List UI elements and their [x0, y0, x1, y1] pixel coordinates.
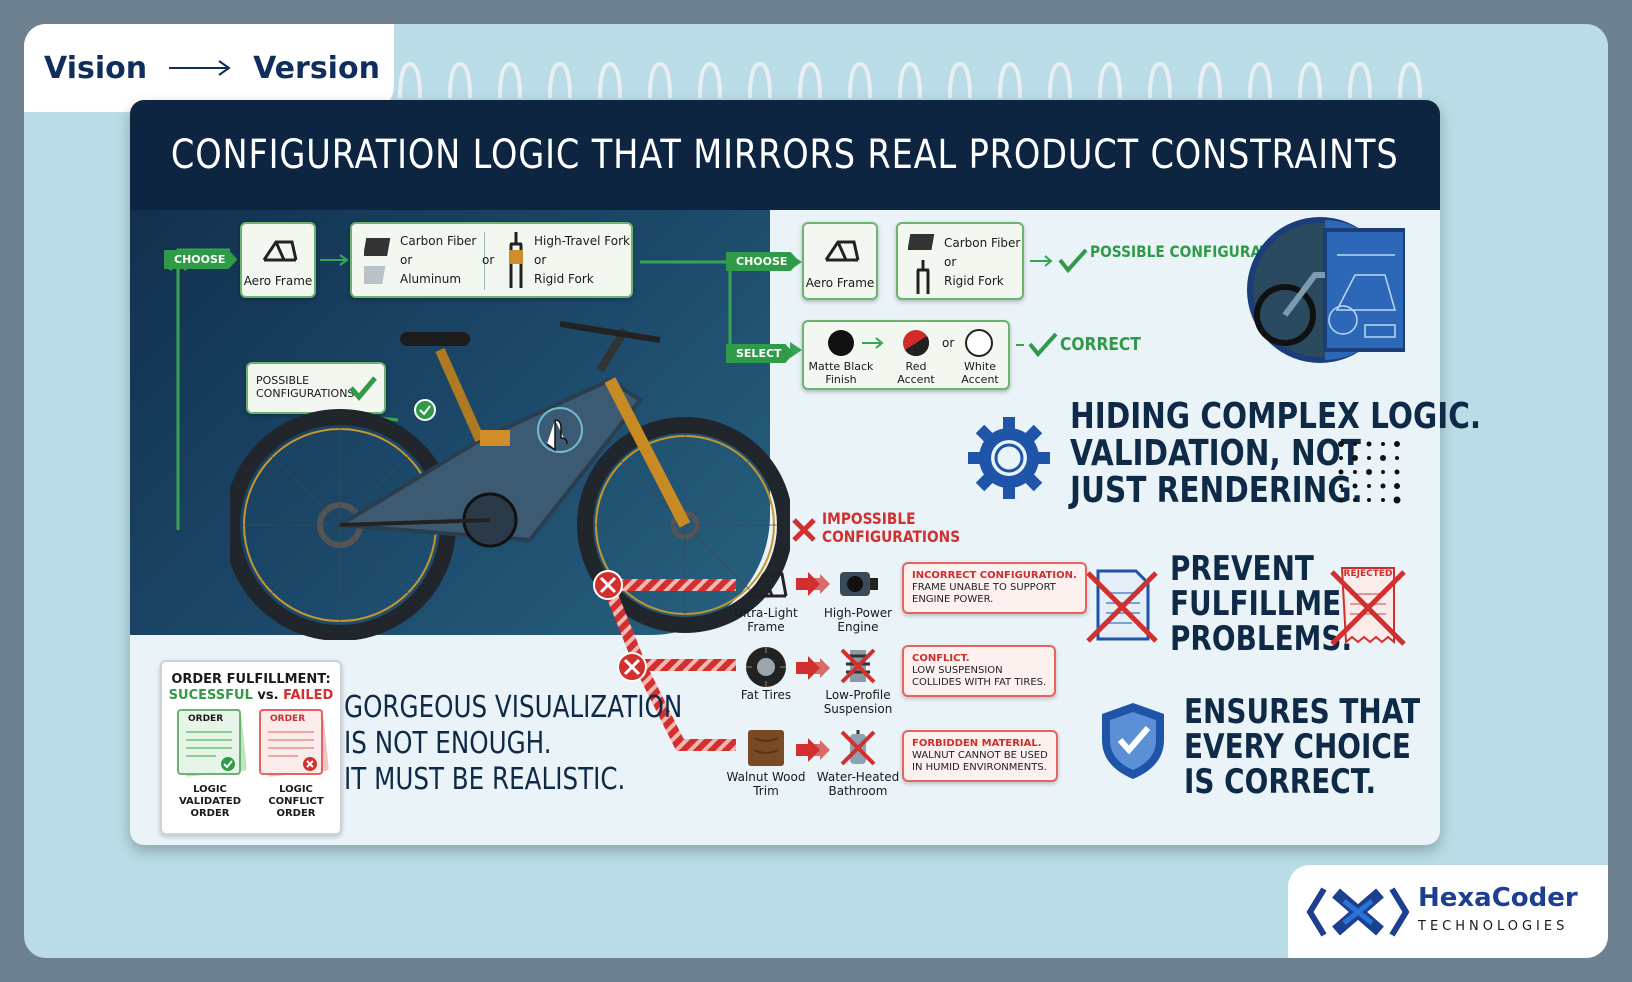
hiding-logic-text: HIDING COMPLEX LOGIC. VALIDATION, NOT JU…	[1070, 396, 1482, 511]
water-heater-icon	[840, 730, 876, 766]
carbon-fork-icon	[908, 234, 935, 294]
validated-order-icon	[177, 709, 247, 777]
finish-2: Red Accent	[897, 360, 935, 386]
white-accent-swatch-icon	[965, 329, 993, 357]
finish-3: White Accent	[961, 360, 999, 386]
rejected-document-icon	[1086, 569, 1158, 643]
mid-or: or	[482, 253, 495, 267]
error-card-1: INCORRECT CONFIGURATION. FRAME UNABLE TO…	[902, 562, 1087, 614]
row2-a: Fat Tires	[740, 688, 792, 702]
title-banner: CONFIGURATION LOGIC THAT MIRRORS REAL PR…	[130, 100, 1440, 210]
order-title: ORDER FULFILLMENT: SUCESSFUL vs. FAILED	[168, 672, 334, 703]
engine-icon	[840, 572, 878, 596]
possible-label-left: POSSIBLE CONFIGURATIONS	[256, 374, 355, 400]
possible-label-right: POSSIBLE CONFIGURATIONS	[1090, 242, 1308, 261]
impossible-heading: IMPOSSIBLE CONFIGURATIONS	[822, 509, 961, 546]
fork-or: or	[534, 253, 547, 267]
row1-a: Ultra-Light Frame	[734, 606, 798, 634]
bike-illustration	[230, 321, 790, 640]
material-fork-card-left[interactable]: Carbon Fiber or Aluminum or High-Travel …	[350, 222, 633, 298]
part-b: Rigid Fork	[944, 274, 1004, 288]
red-x-icon	[792, 518, 816, 542]
choose-tag-right: CHOOSE	[726, 252, 800, 271]
page-title: CONFIGURATION LOGIC THAT MIRRORS REAL PR…	[171, 132, 1399, 178]
check-icon	[1016, 332, 1058, 358]
red-accent-swatch-icon	[903, 330, 930, 357]
fork-a: High-Travel Fork	[534, 234, 630, 248]
rejected-stamp: REJECTED	[1343, 569, 1393, 579]
part-a: Carbon Fiber	[944, 236, 1021, 250]
select-tag: SELECT	[726, 344, 794, 363]
part-or: or	[944, 255, 957, 269]
part-card-right[interactable]: Carbon Fiber or Rigid Fork	[896, 222, 1024, 300]
fork-b: Rigid Fork	[534, 272, 594, 286]
doc-label-2: ORDER	[270, 714, 306, 724]
row1-b: High-Power Engine	[823, 606, 893, 634]
fat-tire-icon	[746, 647, 786, 687]
matte-black-swatch-icon	[828, 330, 854, 356]
ultralight-frame-icon	[748, 572, 788, 598]
check-arrow-icon	[1030, 248, 1088, 274]
arrow-right-icon	[862, 337, 884, 349]
row2-b: Low-Profile Suspension	[823, 688, 893, 716]
shield-check-icon	[1102, 703, 1164, 779]
walnut-wood-icon	[748, 730, 784, 766]
rejected-receipt-icon	[1330, 567, 1406, 646]
dot-pattern-icon	[1338, 441, 1401, 504]
finish-or: or	[942, 336, 955, 350]
aero-frame-card-left[interactable]: Aero Frame	[240, 222, 316, 298]
frame-label: Aero Frame	[805, 276, 875, 290]
caption-conflict: LOGIC CONFLICT ORDER	[268, 784, 324, 819]
finish-card[interactable]: Matte Black Finish Red Accent or White A…	[802, 320, 1010, 390]
error-card-2: CONFLICT. LOW SUSPENSION COLLIDES WITH F…	[902, 645, 1057, 697]
row3-b: Water-Heated Bathroom	[816, 770, 900, 798]
aero-frame-card-right[interactable]: Aero Frame	[802, 222, 878, 300]
suspension-icon	[840, 648, 876, 684]
possible-config-card-left: POSSIBLE CONFIGURATIONS	[246, 362, 386, 414]
frame-icon	[262, 240, 298, 262]
frame-label: Aero Frame	[243, 274, 313, 288]
divider	[484, 232, 485, 290]
arrow-right-icon	[169, 60, 231, 76]
logo-sub: TECHNOLOGIES	[1418, 919, 1569, 934]
spiral-binding-icon	[398, 61, 1422, 99]
frame-icon	[824, 240, 860, 262]
gorgeous-text: GORGEOUS VISUALIZATION IS NOT ENOUGH. IT…	[344, 690, 683, 797]
finish-1: Matte Black Finish	[808, 360, 874, 386]
material-swatch-icon	[364, 238, 391, 284]
double-arrow-icon	[796, 656, 830, 680]
material-b: Aluminum	[400, 272, 462, 286]
correct-label: CORRECT	[1060, 334, 1141, 355]
hand-cursor-icon	[546, 419, 568, 452]
conflict-order-icon	[259, 709, 329, 777]
hexacoder-logo-icon	[1306, 887, 1410, 937]
caption-validated: LOGIC VALIDATED ORDER	[178, 784, 242, 819]
ensures-text: ENSURES THAT EVERY CHOICE IS CORRECT.	[1184, 692, 1421, 802]
row3-a: Walnut Wood Trim	[726, 770, 806, 798]
double-arrow-icon	[796, 738, 830, 762]
fork-icon	[509, 232, 523, 288]
doc-label-1: ORDER	[188, 714, 224, 724]
vision-label: Vision	[44, 50, 148, 86]
choose-tag-left: CHOOSE	[164, 250, 238, 269]
check-icon	[349, 376, 377, 401]
logo-name: HexaCoder	[1418, 883, 1578, 913]
gear-icon	[968, 417, 1050, 499]
impossible-branch-connector	[593, 570, 736, 751]
bike-blueprint-icon	[1247, 217, 1405, 363]
error-card-3: FORBIDDEN MATERIAL. WALNUT CANNOT BE USE…	[902, 730, 1058, 782]
vision-version-tag: Vision Version	[24, 24, 394, 112]
double-arrow-icon	[796, 572, 830, 596]
material-or: or	[400, 253, 413, 267]
company-logo: HexaCoder TECHNOLOGIES	[1288, 865, 1608, 958]
order-fulfillment-card: ORDER FULFILLMENT: SUCESSFUL vs. FAILED …	[160, 660, 342, 835]
material-a: Carbon Fiber	[400, 234, 477, 248]
version-label: Version	[253, 50, 380, 86]
